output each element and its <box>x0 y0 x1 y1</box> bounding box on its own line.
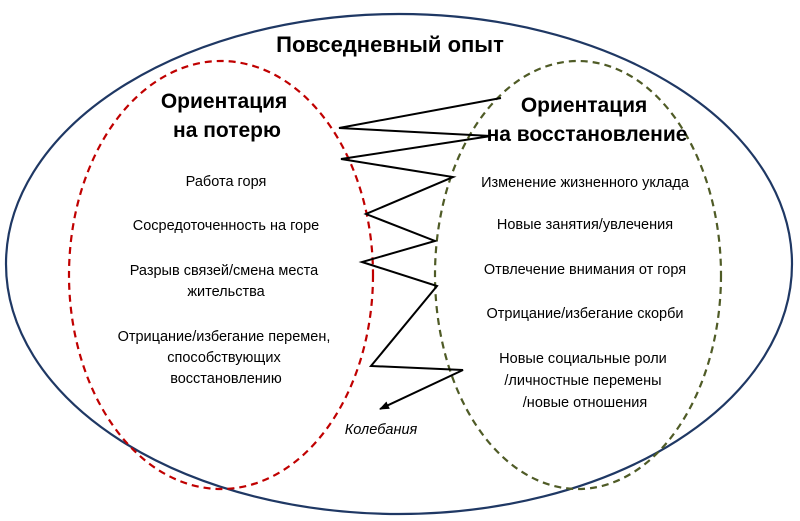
restoration-item-new-activities: Новые занятия/увлечения <box>497 217 673 233</box>
loss-item-breaking-bonds: Разрыв связей/смена места жительства <box>130 263 323 300</box>
oscillation-label: Колебания <box>345 422 418 438</box>
oscillation-zigzag <box>338 97 502 410</box>
outer-ellipse <box>4 12 794 516</box>
restoration-item-denial-of-grief: Отрицание/избегание скорби <box>487 306 684 322</box>
loss-item-grief-work: Работа горя <box>186 174 267 190</box>
diagram-title: Повседневный опыт <box>276 32 504 57</box>
loss-heading: Ориентация на потерю <box>161 90 293 142</box>
loss-item-focus-on-grief: Сосредоточенность на горе <box>133 218 319 234</box>
loss-ellipse <box>67 59 375 491</box>
restoration-heading: Ориентация на восстановление <box>487 94 688 146</box>
loss-item-denial-of-change: Отрицание/избегание перемен, способствую… <box>118 329 335 387</box>
restoration-item-distraction: Отвлечение внимания от горя <box>484 262 686 278</box>
restoration-ellipse <box>433 59 723 491</box>
restoration-item-new-roles: Новые социальные роли /личностные переме… <box>499 351 671 411</box>
restoration-item-life-changes: Изменение жизненного уклада <box>481 175 690 191</box>
